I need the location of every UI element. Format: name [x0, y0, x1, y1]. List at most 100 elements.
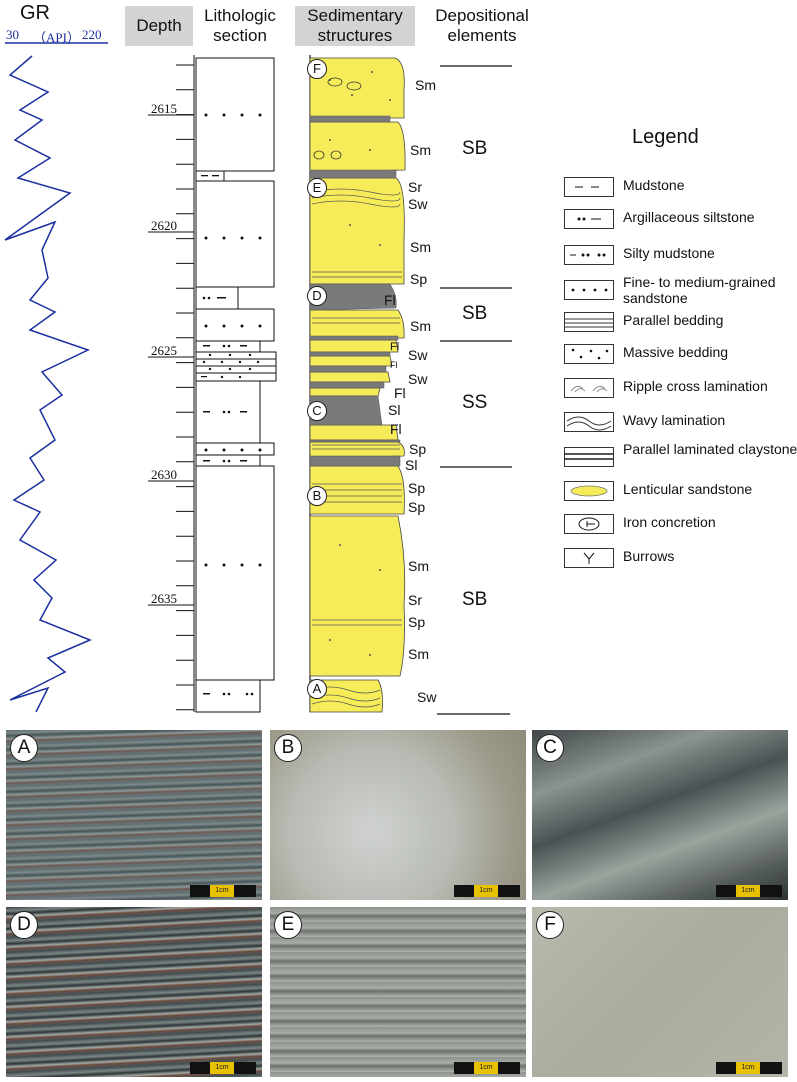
sample-marker-b: B — [307, 486, 327, 506]
litho-bed-sandstone-5 — [195, 465, 275, 681]
structure-code: Sp — [408, 480, 426, 496]
structure-code: Sp — [409, 441, 427, 457]
header-lithologic-line1: Lithologic — [204, 6, 276, 25]
structure-code: Sw — [408, 347, 428, 363]
wavy-icon — [564, 412, 614, 432]
legend-label: Argillaceous siltstone — [623, 209, 755, 225]
legend-label: Massive bedding — [623, 344, 729, 360]
litho-bed-sandstone-2 — [195, 180, 275, 288]
photo-label: A — [10, 734, 38, 762]
argillaceous-siltstone-icon — [564, 209, 614, 229]
massive-bedding-icon — [564, 344, 614, 364]
photo-label: B — [274, 734, 302, 762]
sample-marker-c: C — [307, 401, 327, 421]
header-lithologic-line2: section — [213, 26, 267, 45]
scale-bar-label: 1cm — [736, 885, 760, 897]
structure-code: Sm — [410, 142, 431, 158]
structure-code: Sw — [417, 689, 437, 705]
structure-code: Sp — [408, 499, 426, 515]
header-sedimentary-line2: structures — [317, 26, 393, 45]
scale-bar: 1cm — [716, 1062, 782, 1074]
silty-mudstone-icon — [564, 245, 614, 265]
header-sedimentary: Sedimentary structures — [295, 6, 415, 46]
depositional-element: SB — [462, 303, 488, 324]
legend-label: Iron concretion — [623, 514, 716, 530]
core-photo-e: E 1cm — [270, 907, 526, 1077]
structure-code: Fl — [384, 292, 396, 308]
scale-bar: 1cm — [190, 885, 256, 897]
scale-bar: 1cm — [716, 885, 782, 897]
sedimentary-column — [309, 55, 406, 713]
header-depositional-line2: elements — [447, 26, 517, 45]
core-photo-c: C 1cm — [532, 730, 788, 900]
structure-code: Sp — [408, 614, 426, 630]
legend-label: Wavy lamination — [623, 412, 726, 428]
structure-code: Sm — [410, 318, 431, 334]
structure-code: Sm — [408, 646, 429, 662]
iron-concretion-icon — [564, 514, 614, 534]
gr-title: GR — [20, 2, 50, 24]
structure-code: Sw — [408, 371, 428, 387]
depositional-element: SB — [462, 589, 488, 610]
photo-label: E — [274, 911, 302, 939]
sandstone-icon — [564, 280, 614, 300]
legend-label: Parallel bedding — [623, 312, 724, 328]
depositional-element: SB — [462, 138, 488, 159]
sample-marker-d: D — [307, 286, 327, 306]
structure-code: Sm — [408, 558, 429, 574]
burrows-icon — [564, 548, 614, 568]
sample-marker-e: E — [307, 178, 327, 198]
header-sedimentary-line1: Sedimentary — [307, 6, 403, 25]
structure-code: Sp — [410, 271, 428, 287]
photo-label: F — [536, 911, 564, 939]
structure-code: Fl — [390, 421, 402, 437]
depth-label-2625: 2625 — [151, 343, 177, 358]
legend-label: Lenticular sandstone — [623, 481, 753, 497]
legend-label: Ripple cross lamination — [623, 378, 768, 394]
laminated-claystone-icon — [564, 447, 614, 467]
depth-label-2630: 2630 — [151, 467, 177, 482]
scale-bar-label: 1cm — [210, 885, 234, 897]
structure-code: Fl — [390, 360, 398, 370]
gr-scale-max: 220 — [82, 27, 102, 42]
structure-code: Sw — [408, 196, 428, 212]
parallel-bedding-icon — [564, 312, 614, 332]
depth-label-2620: 2620 — [151, 218, 177, 233]
gr-curve — [4, 42, 108, 713]
header-depth: Depth — [125, 6, 193, 46]
header-lithologic: Lithologic section — [195, 6, 285, 46]
gr-scale-min: 30 — [6, 27, 19, 42]
mudstone-icon — [564, 177, 614, 197]
depositional-element: SS — [462, 392, 488, 413]
structure-code: Sl — [405, 457, 418, 473]
core-photo-a: A 1cm — [6, 730, 262, 900]
gr-scale-unit: （API） — [33, 30, 80, 45]
legend-label: Mudstone — [623, 177, 685, 193]
structure-code: Sr — [408, 592, 422, 608]
legend-label: Burrows — [623, 548, 675, 564]
sample-marker-a: A — [307, 679, 327, 699]
depth-axis — [148, 55, 195, 712]
litho-bed-silty-mud-2 — [195, 679, 261, 713]
structure-code: Fl — [394, 385, 406, 401]
header-depositional: Depositional elements — [420, 6, 544, 46]
structure-code: Sm — [415, 77, 436, 93]
photo-label: C — [536, 734, 564, 762]
structure-code: Sl — [388, 402, 401, 418]
scale-bar: 1cm — [454, 1062, 520, 1074]
legend-label: Parallel laminated claystone — [623, 441, 797, 457]
legend-label: Fine- to medium-grained sandstone — [623, 274, 776, 306]
header-depositional-line1: Depositional — [435, 6, 529, 25]
depth-label-2635: 2635 — [151, 591, 177, 606]
scale-bar: 1cm — [190, 1062, 256, 1074]
ripple-icon — [564, 378, 614, 398]
depth-label-2615: 2615 — [151, 101, 177, 116]
core-photo-d: D 1cm — [6, 907, 262, 1077]
structure-code: Fl — [390, 341, 400, 353]
core-photo-f: F 1cm — [532, 907, 788, 1077]
scale-bar: 1cm — [454, 885, 520, 897]
legend-label: Silty mudstone — [623, 245, 715, 261]
scale-bar-label: 1cm — [474, 885, 498, 897]
photo-label: D — [10, 911, 38, 939]
core-photo-b: B 1cm — [270, 730, 526, 900]
